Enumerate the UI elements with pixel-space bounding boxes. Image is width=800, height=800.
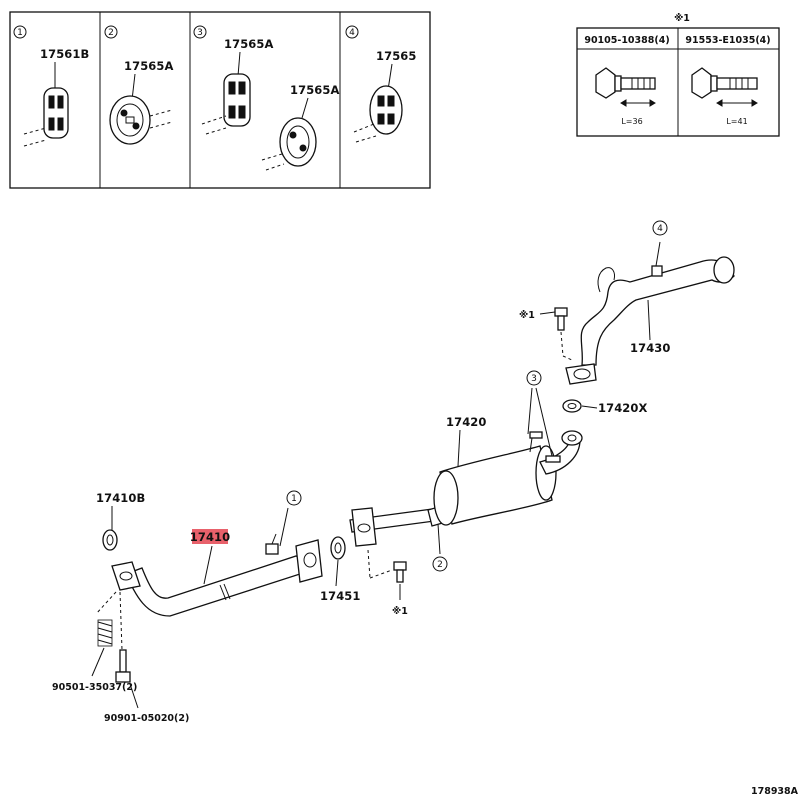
center-pipe-muffler-17420 [349, 430, 583, 547]
hanger-17565a-top-icon [223, 73, 251, 127]
inset-1: 1 17561B [13, 25, 89, 147]
center-pipe-label: 17420 [446, 415, 487, 429]
inset-1-number: 1 [17, 28, 23, 38]
bolt-table-col2-length: L=41 [726, 117, 747, 126]
tail-pipe-label: 17430 [630, 341, 671, 355]
front-pipe-17410 [111, 533, 323, 617]
bolt-label: 90901-05020(2) [104, 713, 189, 724]
tail-pipe-17430 [565, 256, 735, 385]
gasket-17451-icon [330, 536, 346, 560]
inset-4-part-label: 17565 [376, 49, 417, 63]
hanger-inset-panel: 1 17561B 2 17565A [9, 11, 431, 189]
gasket-17410b-icon [102, 529, 118, 551]
inset-2: 2 17565A [104, 25, 174, 145]
inset-1-part-label: 17561B [40, 47, 89, 61]
spring-icon [97, 619, 113, 647]
figure-id: 178938A [751, 786, 799, 797]
center-pipe-bolt-icon [393, 561, 407, 583]
ref-3: 3 [531, 374, 537, 384]
exhaust-bolt-icon [115, 649, 131, 683]
inset-3: 3 17565A 17565A [193, 25, 340, 171]
hanger-17565a-icon [109, 95, 151, 145]
ref-4: 4 [657, 224, 663, 234]
gasket-rear-label: 17420X [598, 401, 648, 415]
note-bolt-bottom: ※1 [392, 606, 408, 617]
bolt-table-col1-part: 90105-10388(4) [584, 35, 669, 46]
hanger-17565-icon [369, 85, 403, 135]
ref-1: 1 [291, 494, 297, 504]
gasket-center-label: 17451 [320, 589, 361, 603]
bolt-l36-icon [595, 67, 656, 107]
hanger-17565a-bottom-icon [279, 117, 317, 167]
inset-4-number: 4 [349, 28, 355, 38]
ref-2: 2 [437, 560, 443, 570]
bolt-table-note-mark: ※1 [674, 13, 690, 24]
bolt-l41-icon [691, 67, 758, 107]
front-pipe-label-highlight [192, 529, 228, 544]
gasket-17420x-icon [562, 399, 582, 413]
inset-2-part-label: 17565A [124, 59, 174, 73]
front-pipe-label: 17410 [190, 530, 231, 544]
inset-3-part-label-top: 17565A [224, 37, 274, 51]
note-bolt-top: ※1 [519, 310, 535, 321]
inset-3-number: 3 [197, 28, 203, 38]
spring-label: 90501-35037(2) [52, 682, 137, 693]
hanger-17561b-icon [43, 87, 69, 139]
tail-pipe-bolt-icon [554, 307, 568, 331]
bolt-length-table: ※1 90105-10388(4) 91553-E1035(4) L=36 [576, 13, 780, 137]
bolt-table-col1-length: L=36 [621, 117, 642, 126]
inset-3-part-label-bottom: 17565A [290, 83, 340, 97]
inset-4: 4 17565 [345, 25, 417, 143]
gasket-front-label: 17410B [96, 491, 145, 505]
bolt-table-col2-part: 91553-E1035(4) [685, 35, 770, 46]
inset-2-number: 2 [108, 28, 114, 38]
